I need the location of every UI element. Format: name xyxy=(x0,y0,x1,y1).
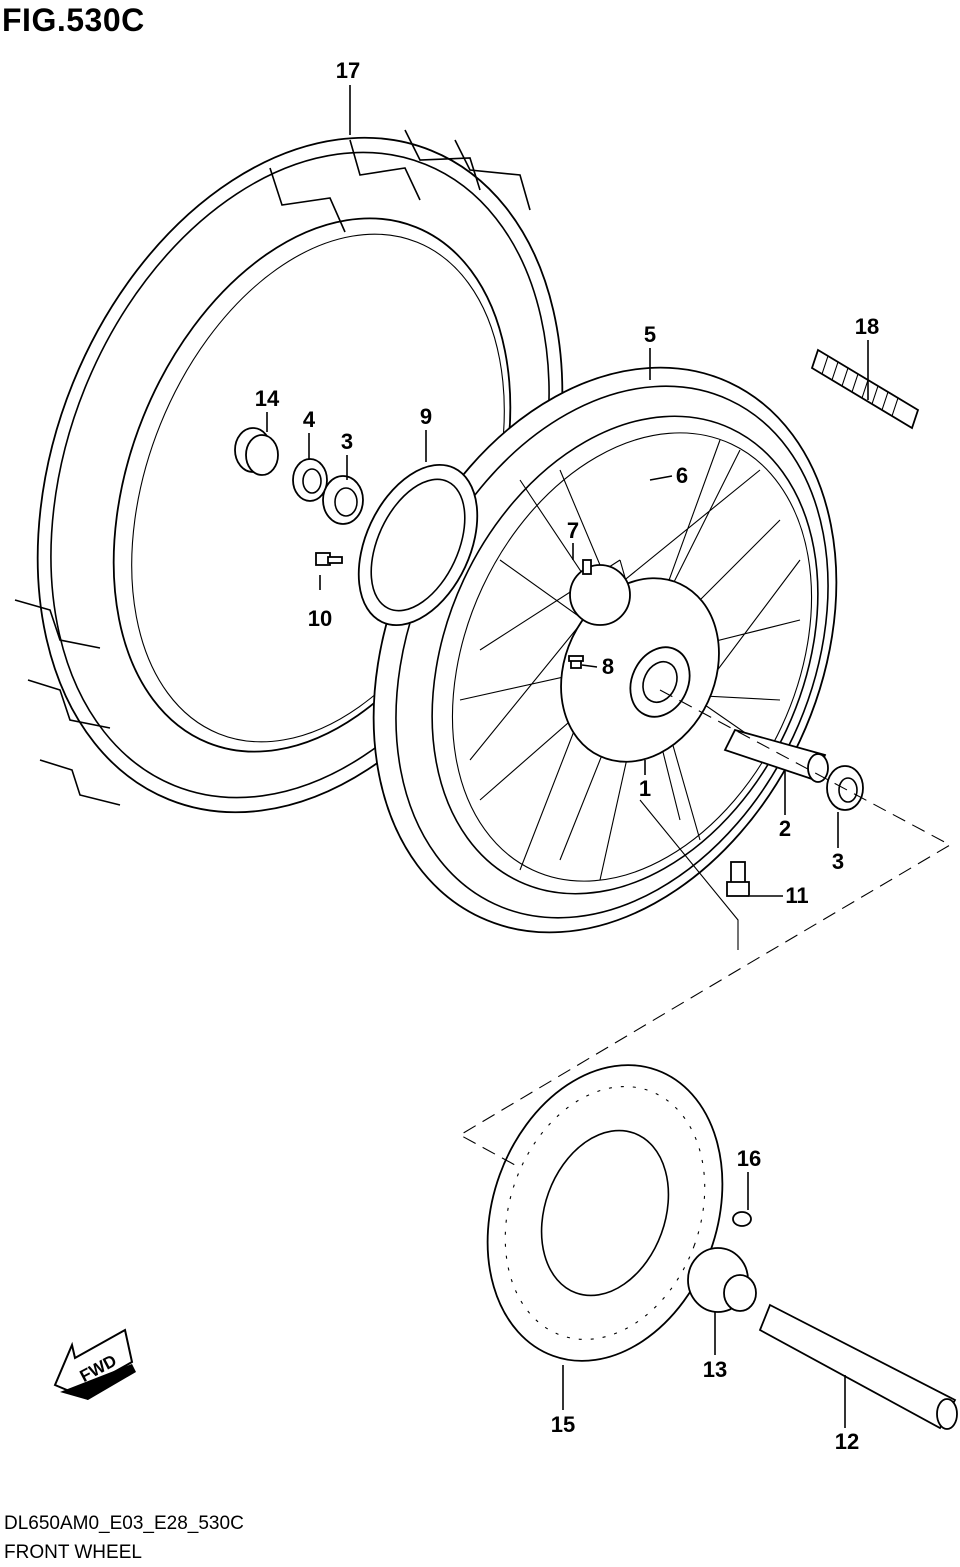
spacer[interactable] xyxy=(723,728,829,783)
callout-rim: 5 xyxy=(644,322,656,347)
callout-hub: 1 xyxy=(639,776,651,801)
spacer-left[interactable] xyxy=(234,427,279,476)
hub[interactable] xyxy=(532,552,748,788)
callout-bearing-right: 3 xyxy=(832,849,844,874)
callout-disc-bolt: 16 xyxy=(737,1146,761,1171)
figure-title: FIG.530C xyxy=(2,2,145,38)
callout-spacer-left: 14 xyxy=(255,386,280,411)
collar[interactable] xyxy=(687,1247,757,1313)
callout-spoke-nipple: 7 xyxy=(567,518,579,543)
callout-brake-disc: 15 xyxy=(551,1412,575,1437)
callout-sensor-ring-bolt: 10 xyxy=(308,606,332,631)
callout-spoke-set: 6 xyxy=(676,463,688,488)
leader-lines xyxy=(266,85,869,1428)
callout-balancer-weight: 18 xyxy=(855,314,879,339)
callout-collar: 13 xyxy=(703,1357,727,1382)
callout-spacer: 2 xyxy=(779,816,791,841)
callout-tire: 17 xyxy=(336,58,360,83)
valve[interactable] xyxy=(726,861,750,897)
callout-valve: 11 xyxy=(785,883,808,908)
callout-axle: 12 xyxy=(835,1429,859,1454)
model-code: DL650AM0_E03_E28_530C xyxy=(4,1513,244,1534)
fwd-direction-badge: FWD xyxy=(53,1328,136,1400)
hub-disc-bolt[interactable] xyxy=(568,655,584,669)
callout-sensor-ring: 9 xyxy=(420,404,432,429)
sensor-ring-bolt[interactable] xyxy=(315,552,343,566)
brake-disc[interactable] xyxy=(448,1032,762,1394)
disc-bolt[interactable] xyxy=(732,1211,752,1227)
figure-name: FRONT WHEEL xyxy=(4,1542,142,1563)
callout-bearing-left: 3 xyxy=(341,429,353,454)
axle[interactable] xyxy=(758,1303,958,1430)
bearing-left[interactable] xyxy=(322,475,364,525)
bearing-right[interactable] xyxy=(826,765,864,811)
balancer-weight[interactable] xyxy=(810,348,920,430)
sensor-ring[interactable] xyxy=(335,446,501,644)
callout-oil-seal: 4 xyxy=(303,407,316,432)
oil-seal[interactable] xyxy=(292,458,328,502)
callout-hub-disc-bolt: 8 xyxy=(602,654,614,679)
spoke-nipple[interactable] xyxy=(582,559,592,575)
